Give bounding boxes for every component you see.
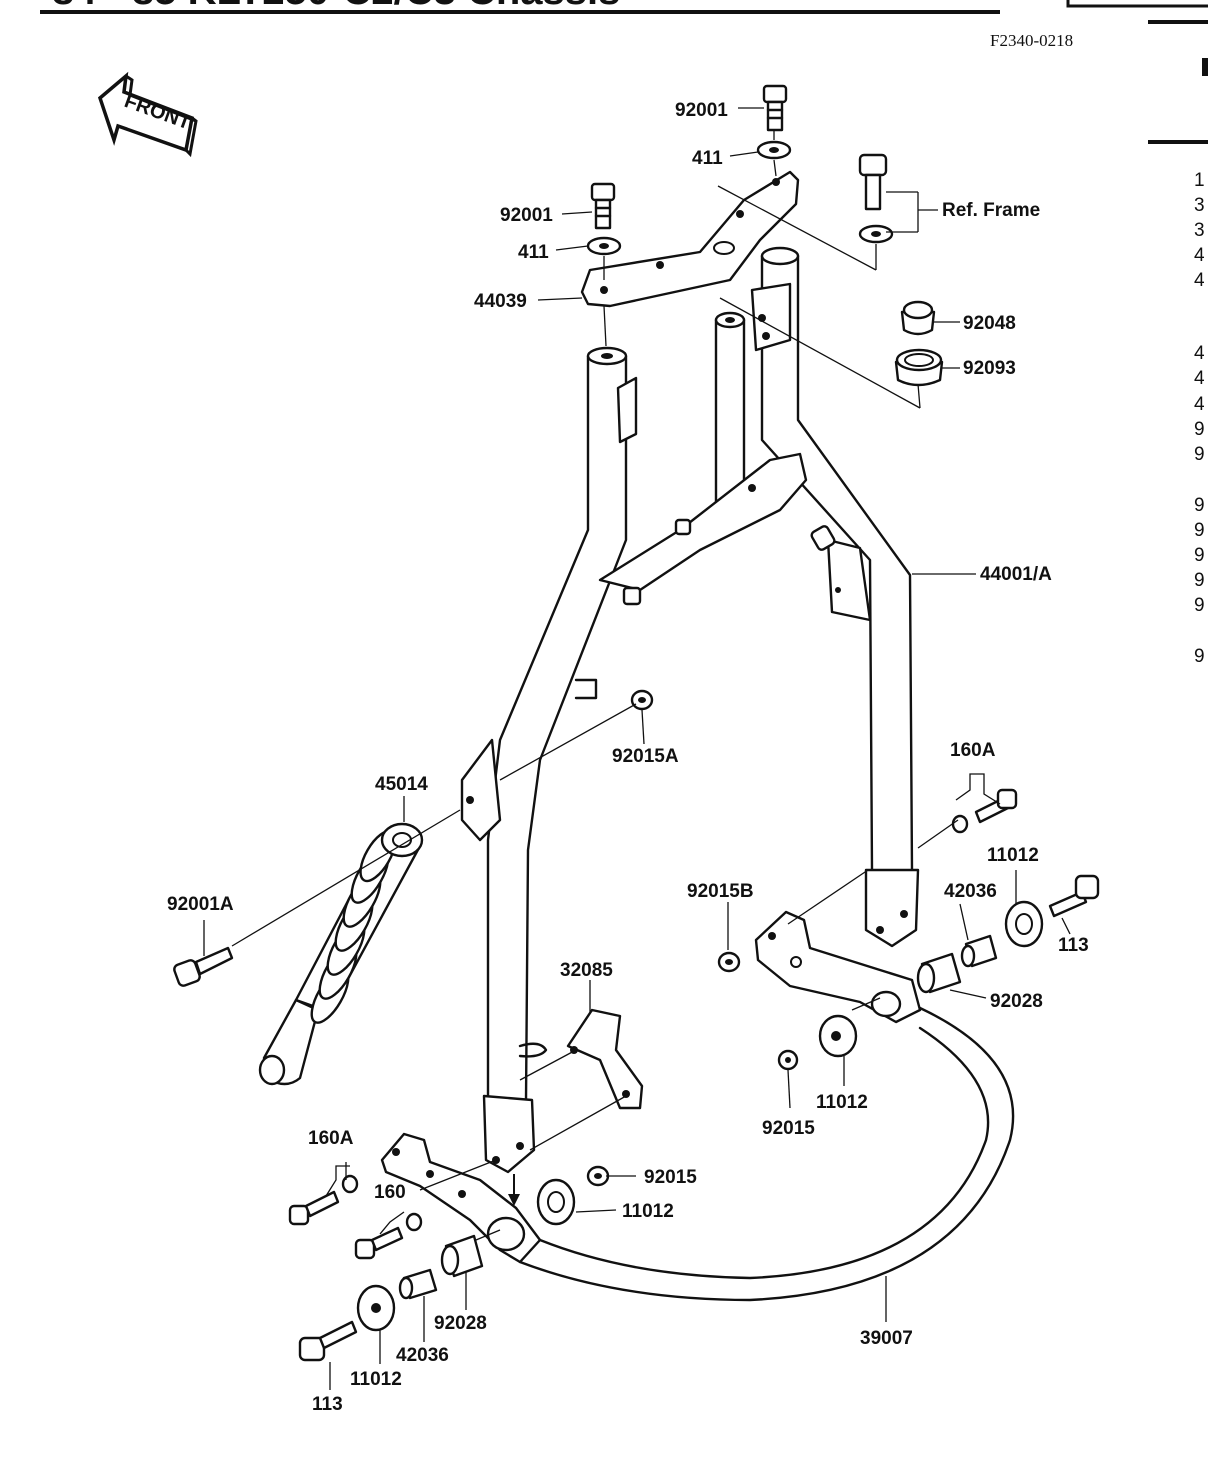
bracket-32085 (518, 1008, 644, 1110)
arrow-down-icon (508, 1174, 520, 1206)
label-411-top: 411 (692, 148, 723, 169)
label-ref-frame: Ref. Frame (942, 200, 1040, 221)
main-frame-44001a (460, 246, 920, 1174)
label-11012-midright: 11012 (816, 1092, 868, 1113)
label-92028-left: 92028 (434, 1313, 487, 1334)
seal-92093 (894, 348, 944, 387)
bolt-92001-mid (590, 182, 616, 230)
bushing-11012-midright (818, 1014, 858, 1058)
label-92015-center: 92015 (644, 1167, 697, 1188)
collar-42036-left (398, 1268, 438, 1300)
ref-frame-bolt (858, 153, 894, 244)
bolt-113-right (1048, 874, 1100, 918)
label-39007: 39007 (860, 1328, 913, 1349)
side-index-item: 4 (1194, 343, 1205, 364)
bolt-92001a (173, 946, 234, 987)
side-index-item: 9 (1194, 419, 1205, 440)
bolt-160a-left (288, 1174, 359, 1226)
label-92093: 92093 (963, 358, 1016, 379)
figure-code: F2340-0218 (990, 31, 1073, 50)
front-arrow-icon: FRONT (97, 71, 198, 158)
side-index-item: 9 (1194, 646, 1205, 667)
label-11012-right: 11012 (987, 845, 1039, 866)
washer-411-top (756, 140, 792, 160)
label-92001-mid: 92001 (500, 205, 553, 226)
nut-92015a (630, 689, 654, 711)
label-44039: 44039 (474, 291, 527, 312)
page-title: 84 - 85 KLT250-C2/C3 Chassis (52, 0, 620, 13)
guard-bar-39007 (518, 1006, 1015, 1302)
side-index-item: 9 (1194, 444, 1205, 465)
label-92001a: 92001A (167, 894, 234, 915)
side-index-item: 9 (1194, 595, 1205, 616)
bolt-160a-right (951, 788, 1018, 834)
bolt-113-left (298, 1320, 358, 1362)
nut-92015-center (586, 1165, 610, 1187)
label-92048: 92048 (963, 313, 1016, 334)
label-92001-top: 92001 (675, 100, 728, 121)
washer-411-mid (586, 236, 622, 256)
label-11012-center: 11012 (622, 1201, 674, 1222)
side-index-item: 9 (1194, 520, 1205, 541)
label-160a-left: 160A (308, 1128, 354, 1149)
bushing-11012-right (1004, 900, 1044, 948)
bushing-92028-right (916, 952, 962, 994)
plate-44039 (580, 170, 800, 308)
bushing-11012-center (536, 1178, 576, 1226)
side-index-item: 4 (1194, 270, 1205, 291)
side-index-item: 4 (1194, 368, 1205, 389)
side-index-item: 3 (1194, 195, 1205, 216)
nut-92015b (717, 951, 741, 973)
bushing-11012-left (356, 1284, 396, 1332)
nut-92015-midright (777, 1049, 799, 1071)
side-index-item: 4 (1194, 245, 1205, 266)
right-bracket (754, 910, 922, 1024)
label-11012-left: 11012 (350, 1369, 402, 1390)
bolt-160 (354, 1212, 423, 1260)
label-42036-right: 42036 (944, 881, 997, 902)
label-45014: 45014 (375, 774, 428, 795)
label-113-right: 113 (1058, 935, 1089, 956)
shock-absorber-45014 (258, 822, 424, 1086)
label-92028-right: 92028 (990, 991, 1043, 1012)
label-92015a: 92015A (612, 746, 679, 767)
part-labels: 92001 411 92001 411 44039 Ref. Frame 920… (167, 100, 1089, 1415)
label-411-mid: 411 (518, 242, 549, 263)
bushing-92028-left (440, 1234, 484, 1278)
label-92015-midright: 92015 (762, 1118, 815, 1139)
leader-lines (203, 107, 1071, 1390)
side-index-item: 4 (1194, 394, 1205, 415)
shock-spring (310, 829, 397, 1024)
side-index-item: 3 (1194, 220, 1205, 241)
collar-42036-right (960, 934, 998, 968)
label-160a-right: 160A (950, 740, 996, 761)
page-header: 84 - 85 KLT250-C2/C3 Chassis (40, 0, 1208, 144)
side-index-item: 9 (1194, 545, 1205, 566)
bolt-92001-top (762, 84, 788, 132)
cap-92048 (900, 300, 936, 336)
label-113-left: 113 (312, 1394, 343, 1415)
label-160: 160 (374, 1182, 406, 1203)
side-index-item: 9 (1194, 570, 1205, 591)
label-92015b: 92015B (687, 881, 754, 902)
label-32085: 32085 (560, 960, 613, 981)
side-index-column: 1 3 3 4 4 4 4 4 9 9 9 9 9 9 9 9 (1194, 170, 1205, 667)
side-index-item: 1 (1194, 170, 1205, 191)
label-44001a: 44001/A (980, 564, 1052, 585)
side-index-item: 9 (1194, 495, 1205, 516)
label-42036-left: 42036 (396, 1345, 449, 1366)
